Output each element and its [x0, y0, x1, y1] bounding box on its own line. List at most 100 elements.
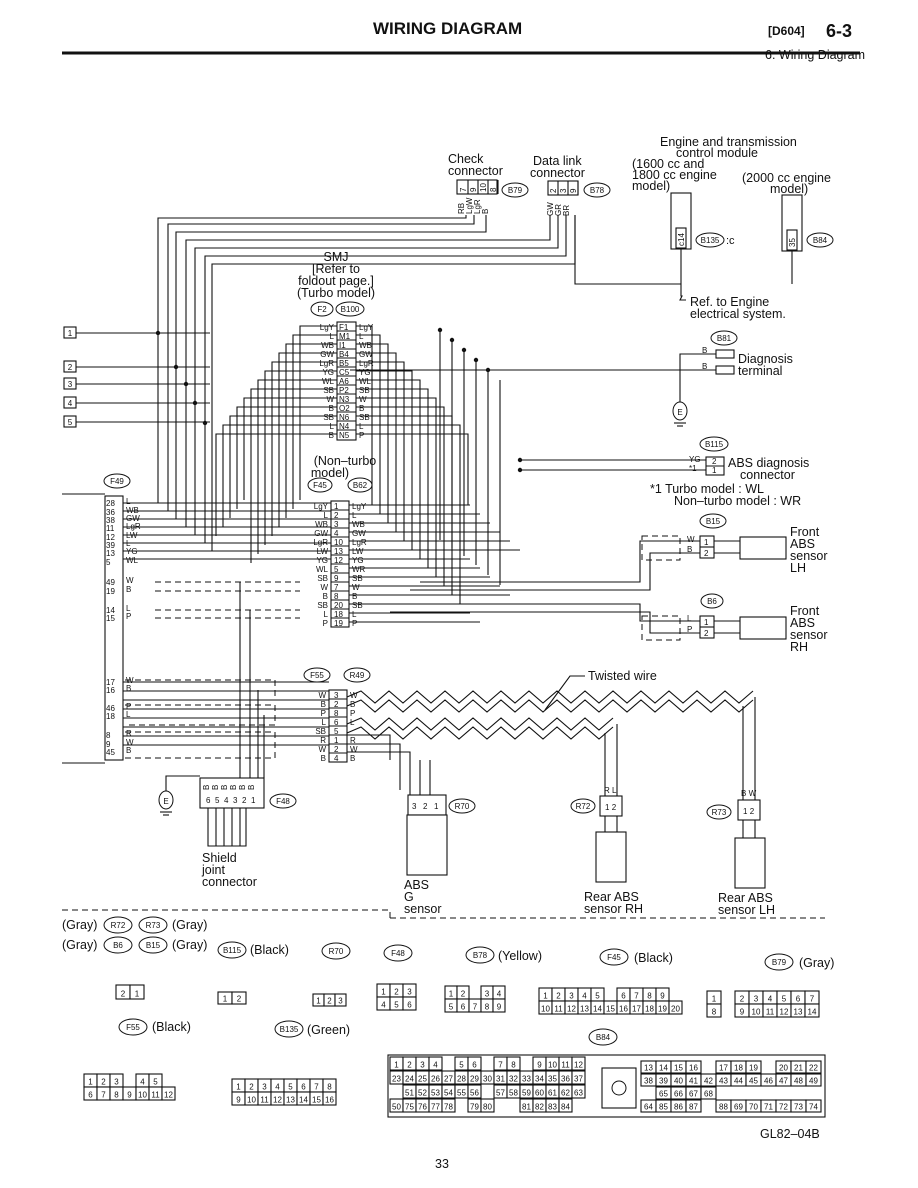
legend-b135-top-pin: 1: [236, 1083, 241, 1092]
rear-lh-line-2: sensor LH: [718, 903, 775, 917]
connector-tag-b6-outline: [700, 593, 724, 609]
legend-b84-right-pin: 17: [719, 1064, 728, 1073]
f49-wire-color: P: [126, 612, 131, 621]
legend-b79-bot-pin: 13: [794, 1008, 803, 1017]
connector-tag-r72-outline: [570, 798, 596, 814]
legend-f55-bot-pin: 10: [138, 1091, 147, 1100]
connector-tag-b100-label: B100: [341, 305, 360, 314]
legend-b135-bot-pin: 9: [236, 1096, 241, 1105]
f49-pin: 17: [106, 678, 115, 687]
rear-lh-leads: [742, 820, 756, 838]
legend-f45-bot-pin: 10: [541, 1005, 550, 1014]
check-wire-color: LgW: [465, 197, 474, 214]
f55-left-color: SB: [315, 727, 326, 736]
twisted-pair-b: [346, 699, 754, 713]
legend-tag-b15-outline: [138, 936, 168, 954]
legend-b78-top-pin: 1: [449, 990, 454, 999]
abs-g-sensor-box: [406, 814, 448, 876]
legend-b84-right-cell: [805, 1073, 822, 1087]
r70-pin: 3: [412, 802, 417, 811]
f48-wire-color: B: [202, 785, 211, 790]
connector-tag-b115-label: B115: [705, 440, 724, 449]
smj-pin: A6: [339, 377, 349, 386]
legend-three-pin-pin: 2: [327, 997, 332, 1006]
legend-b84-left-pin: 12: [574, 1061, 583, 1070]
connector-tag-r72: R72: [570, 798, 596, 814]
side-marker-label: 3: [68, 380, 73, 389]
f49-wire-color: R: [126, 729, 132, 738]
f45-left-color: LgY: [314, 502, 329, 511]
smj-right-color: SB: [359, 413, 370, 422]
f55-left-color: B: [321, 700, 326, 709]
rear-rh-line-1: Rear ABS: [584, 890, 639, 904]
legend-f48-top-pin: 1: [381, 988, 386, 997]
legend-b84-right-cell: [745, 1060, 762, 1074]
abs-g-line-3: sensor: [404, 902, 442, 916]
f45-pin: 8: [334, 592, 339, 601]
legend-f45-top-pin: 7: [634, 992, 639, 1001]
f49-wire-color: W: [126, 576, 134, 585]
legend-b84-left-cell: [480, 1098, 495, 1113]
f55-right-color: L: [350, 718, 355, 727]
legend-f45-top-pin: 2: [556, 992, 561, 1001]
check-pin-8: 8: [489, 187, 498, 192]
shielded-wire-bundle: [125, 679, 276, 759]
connector-tag-f48: F48: [269, 793, 297, 809]
legend-b135-top-pin: 6: [301, 1083, 306, 1092]
ground-top-outline: [672, 401, 688, 421]
smj-pin: N6: [339, 413, 350, 422]
legend-b84-right-pin: 48: [794, 1077, 803, 1086]
r72-color-2: L: [612, 786, 617, 795]
legend-b84-right-cell: [805, 1099, 822, 1113]
r73-pin-2: 2: [750, 807, 755, 816]
check-connector-line-2: connector: [448, 164, 503, 178]
legend-b135-bot-pin: 13: [286, 1096, 295, 1105]
legend-tag-b6: B6: [113, 941, 123, 950]
smj-left-wire: [292, 334, 337, 509]
diag-terminal-pin-2: [715, 365, 735, 375]
engine-module-label: Engine and transmission control module (…: [632, 135, 831, 196]
legend-two-pin-a-pin: 2: [121, 990, 126, 999]
legend-b78-top-pin: 3: [485, 990, 490, 999]
side-marker-label: 1: [68, 329, 73, 338]
legend-separator: [62, 909, 825, 919]
connector-tag-b6-label: B6: [707, 597, 717, 606]
check-wire-color: B: [481, 209, 490, 214]
smj-left-wire: [243, 397, 337, 500]
f55-left-color: L: [322, 718, 327, 727]
front-rh-shield: [641, 615, 681, 641]
connector-tag-f55: F55: [303, 667, 331, 683]
legend-b84-left-pin: 26: [431, 1075, 440, 1084]
f55-pin: 4: [334, 754, 339, 763]
legend-b79-bot-pin: 10: [752, 1008, 761, 1017]
front-lh-line-3: sensor: [790, 549, 828, 563]
legend-b84-left-pin: 54: [444, 1089, 453, 1098]
r73-color-2: W: [749, 789, 757, 798]
f48-joint-leads: [207, 808, 247, 847]
smj-left-color: B: [329, 404, 334, 413]
legend-tag-r70: R70: [329, 947, 344, 956]
f55-right-color: R: [350, 736, 356, 745]
connector-tag-b81-outline: [710, 330, 738, 346]
check-pin-7: 7: [459, 187, 468, 192]
f55-right-color: B: [350, 754, 355, 763]
legend-tag-b15: B15: [146, 941, 161, 950]
connector-tag-b62: B62: [347, 477, 373, 493]
smj-right-wire: [356, 325, 373, 505]
smj-left-wire: [271, 361, 337, 536]
f45-pin: 1: [334, 502, 339, 511]
b81-color-2: B: [702, 362, 707, 371]
smj-right-color: L: [359, 422, 364, 431]
connector-tag-b79: B79: [501, 182, 529, 198]
legend-f45-top-pin: 6: [621, 992, 626, 1001]
legend-f45-top-pin: 8: [647, 992, 652, 1001]
legend-f48-top-pin: 2: [394, 988, 399, 997]
front-rh-line-1: Front: [790, 604, 820, 618]
r73-connector-box: [737, 799, 761, 821]
b15-color-1: W: [687, 535, 695, 544]
legend-b84-left-cell: [571, 1084, 586, 1099]
legend-r73-color: (Gray): [172, 918, 207, 932]
legend-b135-top-pin: 4: [275, 1083, 280, 1092]
legend-tag-f48-outline: [383, 944, 413, 962]
